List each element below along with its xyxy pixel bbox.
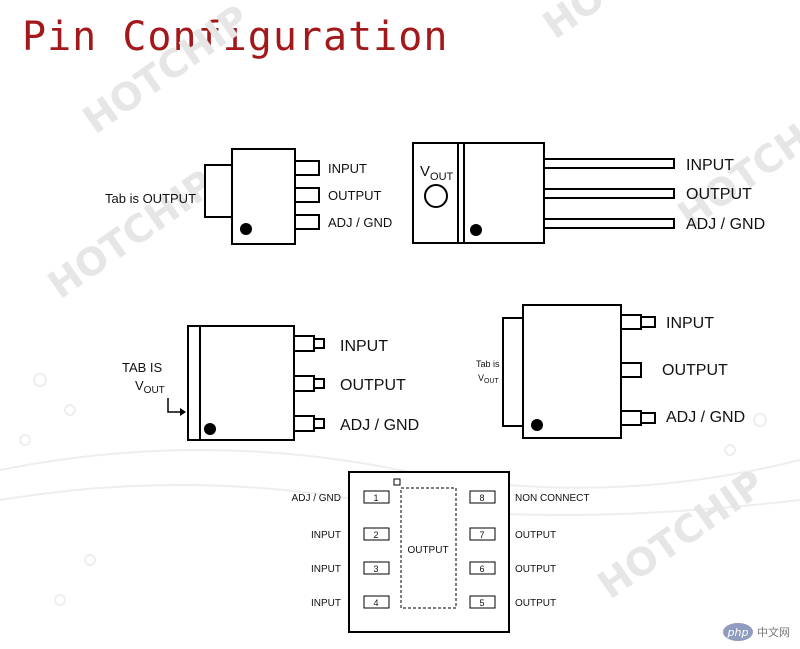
pin-label-input: INPUT bbox=[340, 338, 388, 355]
watermark: HOTCHIP bbox=[590, 461, 772, 607]
package-diagram-2 bbox=[412, 142, 675, 244]
pin-tip bbox=[313, 418, 325, 429]
pin-number: 5 bbox=[479, 598, 484, 608]
pin-tip bbox=[640, 316, 656, 328]
tab-label: TAB IS bbox=[122, 360, 163, 375]
pin-number: 8 bbox=[479, 493, 484, 503]
tab-label: Tab is OUTPUT bbox=[105, 191, 196, 206]
tab-label: Tab is bbox=[476, 359, 500, 369]
pin-tip bbox=[640, 412, 656, 424]
pin-numbers: 1 2 3 4 8 7 6 5 bbox=[373, 493, 484, 608]
tab-shape bbox=[204, 164, 233, 218]
pin1-marker bbox=[240, 223, 252, 235]
pin-number: 7 bbox=[479, 530, 484, 540]
pin-lead bbox=[543, 158, 675, 169]
pin-labels: ADJ / GND INPUT INPUT INPUT NON CONNECT … bbox=[292, 493, 590, 609]
pin-pad-7 bbox=[469, 527, 496, 541]
pin-tip bbox=[313, 378, 325, 389]
pin-lead bbox=[543, 218, 675, 229]
pin-number: 2 bbox=[373, 530, 378, 540]
pin-lead bbox=[293, 375, 315, 392]
pin-lead bbox=[294, 187, 320, 203]
mount-hole bbox=[424, 184, 448, 208]
pin-label-input: INPUT bbox=[666, 315, 714, 332]
pin-label-adj-gnd: ADJ / GND bbox=[686, 216, 765, 233]
tab-vout-label: VOUT bbox=[478, 373, 500, 385]
pin-label-input: INPUT bbox=[686, 157, 734, 174]
pin1-marker bbox=[531, 419, 543, 431]
pin-label-adj-gnd: ADJ / GND bbox=[328, 215, 392, 230]
php-badge: php 中文网 bbox=[723, 623, 790, 641]
pin-number: 4 bbox=[373, 598, 378, 608]
package-diagram-5 bbox=[348, 471, 510, 633]
pin-label-adj-gnd: ADJ / GND bbox=[666, 409, 745, 426]
pin-tip bbox=[313, 338, 325, 349]
center-pad-label: OUTPUT bbox=[407, 545, 448, 556]
pin-number: 6 bbox=[479, 564, 484, 574]
package-diagram-1 bbox=[204, 148, 320, 245]
php-logo: php bbox=[723, 623, 753, 641]
pin-label-non-connect: NON CONNECT bbox=[515, 493, 589, 504]
pin-lead bbox=[293, 415, 315, 432]
tab-arrow-head bbox=[180, 408, 186, 416]
pin1-marker bbox=[470, 224, 482, 236]
watermark: HOTCHIP bbox=[75, 0, 257, 142]
pin-number: 3 bbox=[373, 564, 378, 574]
package-body bbox=[522, 304, 622, 439]
pin1-marker bbox=[204, 423, 216, 435]
tab-shape bbox=[502, 317, 524, 427]
package-diagram-3 bbox=[187, 325, 325, 441]
php-badge-text: 中文网 bbox=[757, 626, 790, 639]
pin-pad-3 bbox=[363, 561, 390, 575]
pin-pad-2 bbox=[363, 527, 390, 541]
tab-vout-label: VOUT bbox=[135, 378, 165, 396]
pin-lead bbox=[293, 335, 315, 352]
pin-lead bbox=[620, 362, 642, 378]
pin-label-output: OUTPUT bbox=[686, 186, 752, 203]
pin-label-adj-gnd: ADJ / GND bbox=[340, 417, 419, 434]
exposed-pad bbox=[400, 487, 457, 609]
pin-lead bbox=[294, 214, 320, 230]
pin-label-output: OUTPUT bbox=[515, 530, 556, 541]
pin-pad-5 bbox=[469, 595, 496, 609]
pin-label-output: OUTPUT bbox=[515, 598, 556, 609]
pin-pad-6 bbox=[469, 561, 496, 575]
package-diagram-4 bbox=[502, 304, 656, 439]
watermark: HOTCHIP bbox=[40, 161, 222, 307]
pin-lead bbox=[543, 188, 675, 199]
pin-pad-1 bbox=[363, 490, 390, 504]
pin-label-output: OUTPUT bbox=[515, 564, 556, 575]
pin-lead bbox=[620, 314, 642, 330]
pin-label-input: INPUT bbox=[328, 161, 367, 176]
pin-label-output: OUTPUT bbox=[340, 377, 406, 394]
pin-label-output: OUTPUT bbox=[328, 188, 382, 203]
pin-pad-4 bbox=[363, 595, 390, 609]
pin-label-adj-gnd: ADJ / GND bbox=[292, 493, 341, 504]
pin-lead bbox=[620, 410, 642, 426]
tab-arrow bbox=[167, 398, 184, 413]
page-title: Pin Configuration bbox=[22, 14, 449, 60]
pin-label-input: INPUT bbox=[311, 530, 341, 541]
package-body bbox=[187, 325, 295, 441]
pin-label-output: OUTPUT bbox=[662, 362, 728, 379]
vout-label: VOUT bbox=[420, 163, 454, 183]
pin-label-input: INPUT bbox=[311, 598, 341, 609]
pin-lead bbox=[294, 160, 320, 176]
pin-number: 1 bbox=[373, 493, 378, 503]
pin1-marker bbox=[393, 478, 401, 486]
watermark: HOTCHIP bbox=[535, 0, 717, 47]
pin-pad-8 bbox=[469, 490, 496, 504]
pin-label-input: INPUT bbox=[311, 564, 341, 575]
